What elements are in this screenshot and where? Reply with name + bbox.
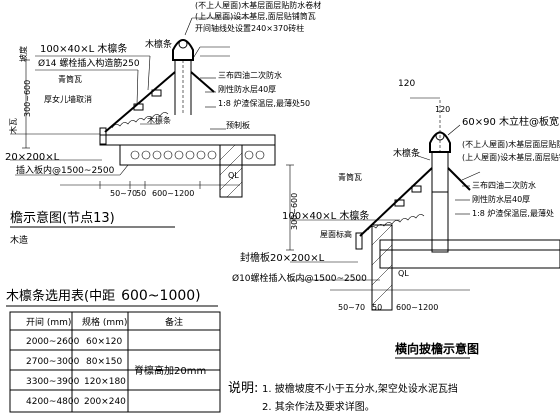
table-cell: 80×150 — [86, 357, 122, 367]
dim-bottom2: 50 — [136, 189, 146, 198]
label-tile: 青筒瓦 — [58, 74, 82, 84]
label-tile-right: 青筒瓦 — [338, 172, 362, 182]
label-ridge: 木檩条 — [393, 147, 420, 159]
label-purlin-dim: 100×40×L 木檩条 — [40, 42, 127, 55]
table-cell: 3300~3900 — [26, 377, 80, 387]
notes-line2: 2. 其余作法及要求详图。 — [262, 400, 375, 413]
table-cell: 2000~2600 — [26, 337, 80, 347]
eave-detail-left: (不上人屋面)木基层面层贴防水卷材 (上人屋面)设木基层,面层贴铺筒瓦 开间轴线… — [5, 0, 321, 246]
notes-label: 说明: — [228, 381, 258, 396]
dim-bottom3: 600~1200 — [152, 189, 194, 198]
eave-detail-right: 120 120 60×90 木立柱@板宽 木檩条 (不上人屋面)木基层面层贴防水… — [232, 79, 560, 359]
label-layer1-right: 三布四油二次防水 — [472, 180, 536, 190]
table-header-spec: 规格 (mm) — [82, 316, 127, 328]
table-cell: 2700~3000 — [26, 357, 80, 367]
table-note: 脊檩高加20mm — [134, 364, 206, 377]
label-mortar: 厚女儿墙取消 — [44, 94, 92, 104]
table-cell: 60×120 — [86, 337, 122, 347]
dim-ql: QL — [228, 171, 239, 180]
notes-line1: 1. 披檐坡度不小于五分水,架空处设水泥瓦挡 — [262, 382, 458, 395]
table-header-span: 开间 (mm) — [26, 316, 71, 328]
caption-right: 横向披檐示意图 — [395, 341, 479, 356]
dim-ql-right: QL — [398, 269, 409, 278]
table-header-note: 备注 — [165, 316, 183, 328]
notes: 说明: 1. 披檐坡度不小于五分水,架空处设水泥瓦挡 2. 其余作法及要求详图。 — [228, 381, 458, 413]
label-board: 封檐板20×200×L — [240, 251, 325, 264]
label-wood-purlin: 木檩条 — [147, 115, 171, 125]
label-post: 60×90 木立柱@板宽 — [462, 115, 559, 128]
label-bolt-right: Ø10螺栓插入板内@1500~2500 — [232, 272, 367, 284]
dim-left-v: 300~600 — [23, 80, 32, 117]
label-purlin-dim-right: 100×40×L 木檩条 — [282, 209, 369, 222]
caption-left-sub: 木造 — [10, 234, 28, 246]
dim-b3-right: 600~1200 — [396, 303, 438, 312]
slab-holes-row — [130, 150, 265, 160]
label-layer2: 刚性防水层40厚 — [218, 84, 276, 94]
label-slab: 预制板 — [226, 120, 250, 130]
roof-slope-left — [104, 71, 176, 133]
dim-120b: 120 — [435, 105, 450, 114]
label-top1: (不上人屋面)木基层面层贴防水卷材 — [195, 0, 321, 10]
dim-left-v3: 木瓦 — [8, 118, 18, 134]
dim-120: 120 — [398, 79, 415, 89]
dim-b2-right: 50 — [372, 303, 382, 312]
table-cell: 200×240 — [84, 397, 126, 407]
caption-left: 檐示意图(节点13) — [10, 210, 115, 226]
table-cell: 120×180 — [84, 377, 126, 387]
label-top3: 开间轴线处设置240×370砖柱 — [195, 23, 304, 33]
label-purlin: 木檩条 — [145, 38, 172, 50]
label-layer3-right: 1:8 炉渣保温层,最薄处 — [472, 208, 554, 218]
label-layer2-right: 刚性防水层40厚 — [472, 194, 530, 204]
label-top2: (上人屋面)设木基层,面层贴铺筒瓦 — [195, 11, 316, 21]
ridge-tile-icon — [172, 39, 194, 61]
dim-left-v2: 坡度 — [18, 46, 28, 62]
dim-v-right: 300~600 — [290, 193, 299, 230]
label-bolt: Ø14 螺栓插入构造筋250 — [38, 57, 140, 69]
dim-b1-right: 50~70 — [338, 303, 365, 312]
dim-insert: 插入板内@1500~2500 — [16, 164, 115, 176]
dim-bottom: 50~70 — [110, 189, 137, 198]
label-layer3: 1:8 炉渣保温层,最薄处50 — [218, 98, 310, 108]
label-layer1: 三布四油二次防水 — [218, 70, 282, 80]
label-r1: (不上人屋面)木基层面层贴防水 — [462, 139, 560, 149]
label-mark: 屋面标高 — [320, 229, 352, 239]
dim-beam: 20×200×L — [5, 152, 60, 163]
table-cell: 4200~4800 — [26, 397, 80, 407]
label-r2: (上人屋面)设木基层,面层贴铺 — [462, 152, 560, 162]
